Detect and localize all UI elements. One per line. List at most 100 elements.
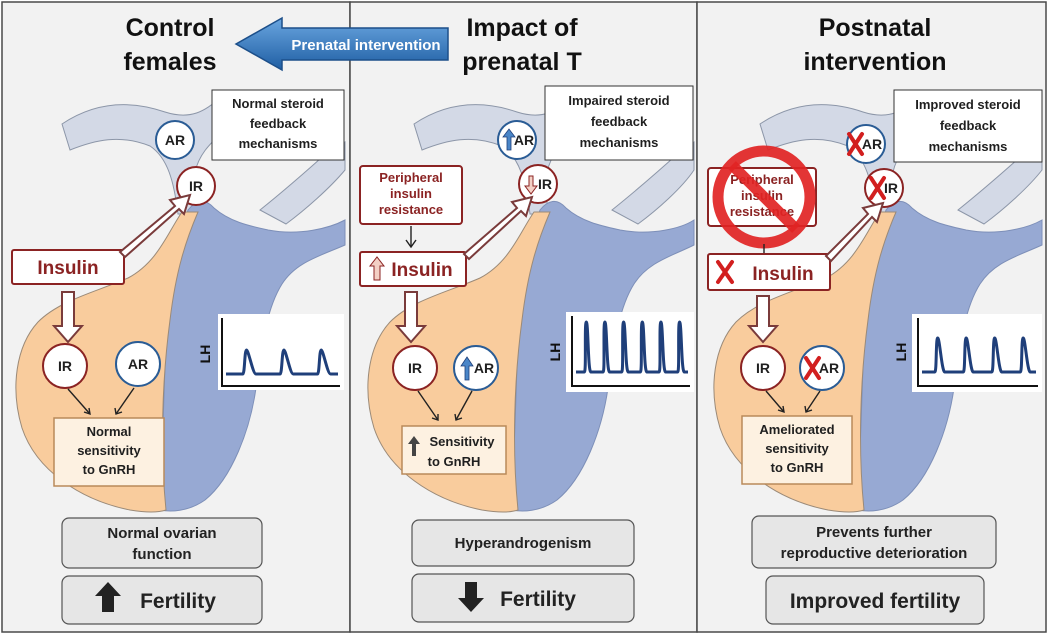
outcome-line-2: function [132,546,191,563]
arrowhead [804,405,813,413]
arrowhead [405,239,417,249]
arrow-up-icon [95,582,121,612]
sensitivity-line-3: to GnRH [83,462,136,477]
insulin-box: Insulin [707,253,831,291]
insulin-box: Insulin [359,251,467,287]
feedback-line-3: mechanisms [929,139,1008,154]
panel-title-line-1: Impact of [466,14,578,42]
steroid-feedback-box: Normal steroid feedback mechanisms [211,89,345,161]
insulin-resistance-box: Peripheral insulin resistance [359,165,463,225]
androgen-receptor-pituitary: AR [115,341,161,387]
insulin-receptor-pituitary: IR [740,345,786,391]
hypothalamic-lobe [611,141,695,225]
outcome-line-1: Hyperandrogenism [455,535,592,552]
fertility-box: Improved fertility [765,575,985,625]
arrow-up-icon [502,128,516,151]
sensitivity-line-3: to GnRH [771,460,824,475]
ar-to-sensitivity-arrow [455,390,473,421]
fertility-box: Fertility [61,575,263,625]
arrow-down-icon [524,175,538,195]
steroid-feedback-box: Impaired steroid feedback mechanisms [544,85,694,161]
insulin-label: Insulin [752,264,813,285]
arrowhead [431,414,439,421]
prenatal-intervention-arrow: Prenatal intervention [234,16,449,72]
fertility-label: Fertility [140,590,216,613]
insulin-receptor-hypothalamic: IR [518,164,558,204]
insulin-to-pituitary-arrow [51,291,85,344]
feedback-line-2: feedback [940,118,997,133]
ir-label: IR [189,178,203,194]
insulin-label: Insulin [391,260,452,281]
ar-to-sensitivity-arrow [115,387,135,415]
lh-axes [917,318,1038,387]
x-mark-icon [847,132,864,156]
lh-plot: LH [893,314,1042,392]
lh-pulse-trace [576,320,688,374]
sensitivity-line-1: Sensitivity [429,434,495,449]
insulin-receptor-pituitary: IR [42,343,88,389]
feedback-line-1: Impaired steroid [568,93,669,108]
prenatal-intervention-label: Prenatal intervention [291,37,440,54]
sensitivity-line-1: Ameliorated [759,422,834,437]
insulin-box: Insulin [11,249,125,285]
panel-control-females: Control females AR IR Normal steroid fee… [1,1,351,633]
ir-to-sensitivity-arrow [417,390,439,421]
panel-title-line-2: intervention [803,48,946,76]
fertility-label: Fertility [500,588,576,611]
arrowhead [83,407,91,416]
outcome-box: Prevents further reproductive deteriorat… [751,515,997,569]
ar-to-sensitivity-arrow [805,390,821,413]
feedback-line-3: mechanisms [239,136,318,151]
ir-label: IR [58,358,72,374]
hypothalamic-stalk [61,91,241,215]
insulin-receptor-hypothalamic: IR [864,168,904,208]
lh-axis-label: LH [547,343,563,362]
hypothalamic-lobe [259,141,346,225]
lh-plot: LH [197,314,344,390]
outcome-box: Hyperandrogenism [411,519,635,567]
arrowhead [454,413,463,421]
ir-label: IR [756,360,770,376]
x-mark-icon [716,260,734,284]
ar-label: AR [128,356,148,372]
steroid-feedback-box: Improved steroid feedback mechanisms [893,89,1043,163]
ar-label: AR [165,132,185,148]
arrow-down-icon [458,582,484,612]
sensitivity-line-2: sensitivity [765,441,829,456]
outcome-box: Normal ovarian function [61,517,263,569]
sensitivity-line-2: sensitivity [77,443,141,458]
resistance-line-2: insulin [390,186,432,201]
ar-label: AR [862,136,882,152]
sensitivity-box: Sensitivity to GnRH [401,425,507,475]
panel-title-line-1: Control [126,14,215,42]
lh-axis-label: LH [197,345,213,364]
ir-label: IR [884,180,898,196]
feedback-line-2: feedback [250,116,307,131]
feedback-line-3: mechanisms [580,135,659,150]
sensitivity-line-2: to GnRH [428,454,481,469]
fertility-box: Fertility [411,573,635,623]
lh-axis-label: LH [893,343,909,362]
resistance-line-1: Peripheral [379,170,443,185]
fertility-label: Improved fertility [790,590,961,613]
androgen-receptor-hypothalamic: AR [846,124,886,164]
insulin-to-hypothalamus-arrow [462,195,534,261]
lh-axes [221,318,340,387]
ar-label: AR [474,360,494,376]
androgen-receptor-pituitary: AR [453,345,499,391]
x-mark-icon [869,176,886,200]
lh-pulse-trace [922,336,1036,374]
ir-label: IR [538,176,552,192]
insulin-receptor-pituitary: IR [392,345,438,391]
panel-title-line-2: prenatal T [462,48,581,76]
feedback-line-1: Improved steroid [915,97,1021,112]
insulin-to-pituitary-arrow [394,291,428,344]
feedback-line-1: Normal steroid [232,96,324,111]
panel-title-line-1: Postnatal [819,14,932,42]
arrow-up-icon [460,356,474,381]
insulin-label: Insulin [37,258,98,279]
ir-label: IR [408,360,422,376]
resistance-line-3: resistance [379,202,443,217]
sensitivity-box: Normal sensitivity to GnRH [53,417,165,487]
